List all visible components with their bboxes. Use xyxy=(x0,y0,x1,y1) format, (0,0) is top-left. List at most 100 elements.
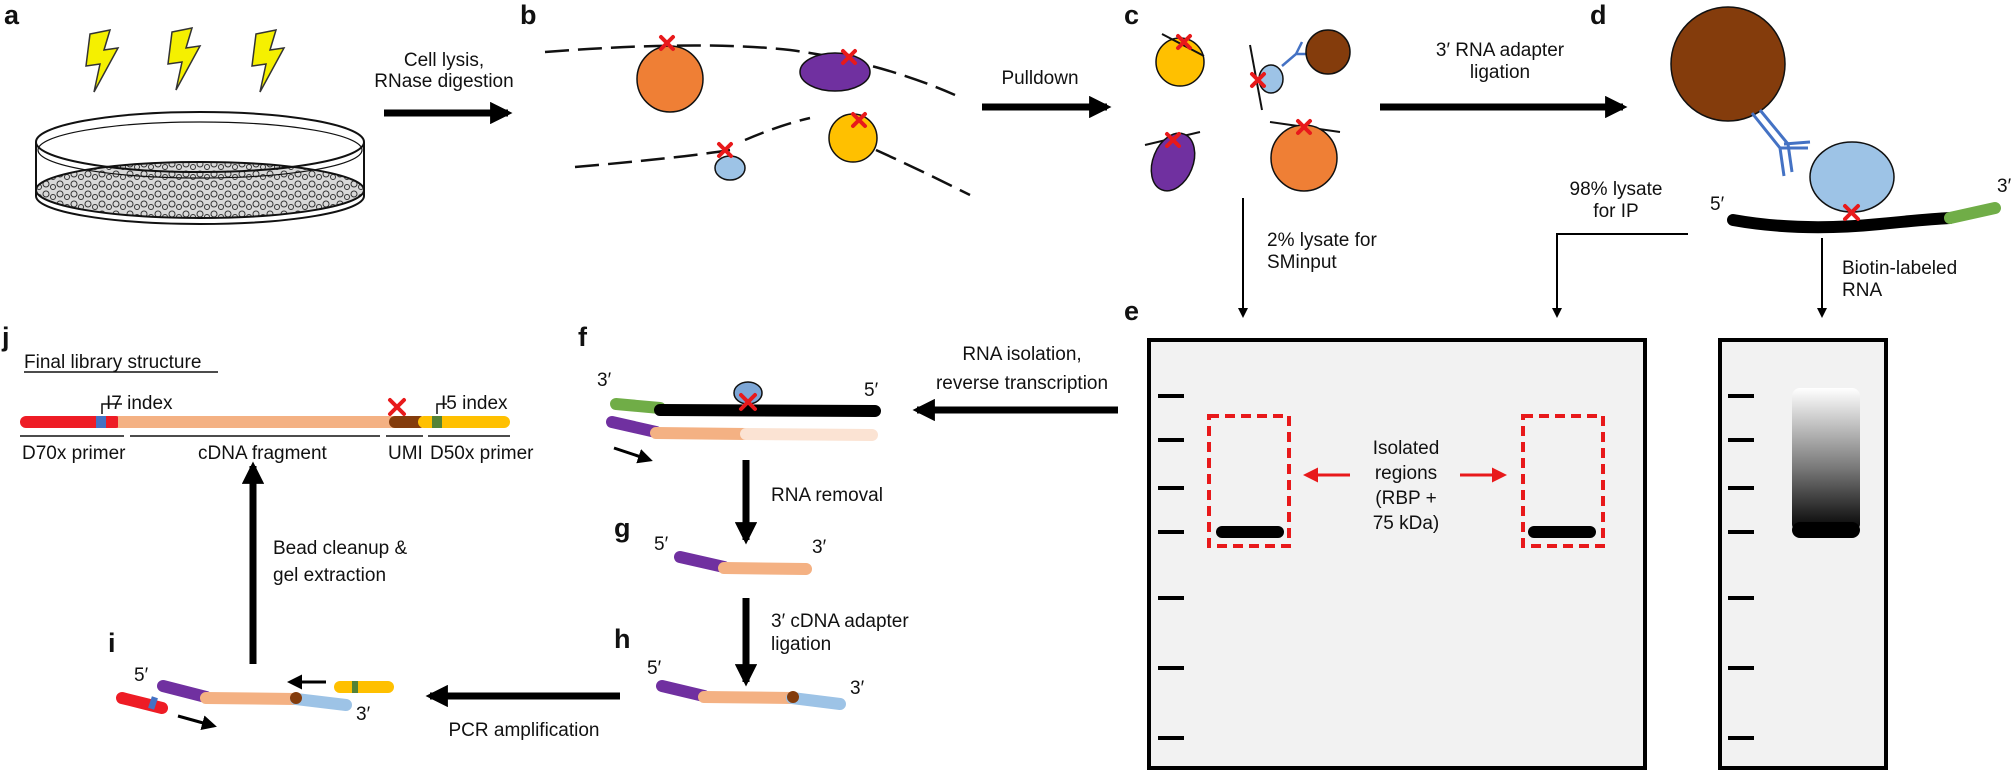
end-label-3prime: 3′ xyxy=(597,370,612,391)
label-reverse-transcription: reverse transcription xyxy=(936,373,1108,394)
label-cdna-fragment: cDNA fragment xyxy=(198,443,328,464)
label-bead-cleanup: Bead cleanup & xyxy=(273,538,407,559)
isolated-region-box xyxy=(1521,414,1605,548)
i7-primer xyxy=(116,692,168,714)
lightblue-protein xyxy=(714,155,746,181)
label-d70x-primer: D70x primer xyxy=(22,443,126,464)
rt-adapter-purple xyxy=(674,551,730,573)
i7-index-mark xyxy=(148,696,158,710)
orange-protein xyxy=(636,45,704,113)
antibody-icon xyxy=(1281,41,1310,67)
purple-protein xyxy=(1150,132,1196,192)
end-label-5prime: 5′ xyxy=(647,658,662,679)
crosslink-icon xyxy=(1296,119,1312,135)
crosslink-icon xyxy=(1165,132,1181,148)
crosslink-icon xyxy=(1843,204,1860,221)
panel-label-j: j xyxy=(1,322,10,352)
rt-adapter-purple xyxy=(656,680,710,702)
library-title: Final library structure xyxy=(24,352,201,373)
end-label-5prime: 5′ xyxy=(1710,194,1725,215)
end-label-3prime: 3′ xyxy=(812,537,827,558)
label-rbp-plus: (RBP + xyxy=(1375,488,1436,509)
rna-fragment-line xyxy=(574,148,731,169)
i7-index-pointer xyxy=(101,403,122,414)
ladder-marks xyxy=(1158,394,1184,740)
label-isolated: Isolated xyxy=(1373,438,1440,459)
label-rna-isolation: RNA isolation, xyxy=(962,344,1081,365)
label-75-kda: 75 kDa) xyxy=(1373,513,1440,534)
end-label-5prime: 5′ xyxy=(134,665,149,686)
rt-adapter-purple xyxy=(157,680,212,703)
cdna-strand xyxy=(718,562,812,575)
label-sminput: SMinput xyxy=(1267,252,1337,273)
membrane-protein-gel xyxy=(1147,338,1647,770)
label-rnase-digestion: RNase digestion xyxy=(374,71,513,92)
label-lysate-ip: 98% lysate xyxy=(1570,179,1663,200)
label-cdna-adapter: 3′ cDNA adapter xyxy=(771,611,909,632)
label-rna-adapter-ligation: ligation xyxy=(1470,62,1530,83)
orange-protein xyxy=(1270,124,1338,192)
isolated-region-box xyxy=(1207,414,1291,548)
rna-smear xyxy=(1792,388,1860,532)
cdna-strand xyxy=(200,692,302,705)
panel-label-g: g xyxy=(614,513,631,543)
label-rna-adapter: 3′ RNA adapter xyxy=(1436,40,1565,61)
umi-dot xyxy=(787,691,799,703)
panel-label-h: h xyxy=(614,624,631,654)
umi-dot xyxy=(290,692,302,704)
lightning-bolt-icon xyxy=(85,29,120,93)
label-umi: UMI xyxy=(388,443,423,464)
label-cdna-adapter-ligation: ligation xyxy=(771,634,831,655)
adapter-3-green xyxy=(610,398,666,414)
lightning-bolt-icon xyxy=(251,29,286,93)
label-smin: 2% lysate for xyxy=(1267,230,1377,251)
panel-label-b: b xyxy=(520,0,537,30)
end-label-5prime: 5′ xyxy=(654,534,669,555)
protein-band-ip xyxy=(1528,526,1596,538)
cdna-adapter-blue xyxy=(786,692,846,710)
rna-strand xyxy=(654,404,881,417)
lightblue-protein xyxy=(1258,64,1284,94)
brown-bead xyxy=(1670,6,1786,122)
protein-band-sminput xyxy=(1216,526,1284,538)
label-rna-removal: RNA removal xyxy=(771,485,883,506)
label-i5-index: I5 index xyxy=(441,393,508,414)
panel-label-i: i xyxy=(108,628,116,658)
ladder-marks xyxy=(1728,394,1754,740)
crosslink-icon xyxy=(739,393,757,411)
label-pulldown: Pulldown xyxy=(1001,68,1078,89)
panel-label-d: d xyxy=(1590,0,1607,30)
cdna-adapter-blue xyxy=(290,693,352,711)
panel-label-c: c xyxy=(1124,0,1139,30)
lightblue-protein xyxy=(1809,141,1895,213)
crosslink-icon xyxy=(1176,34,1192,50)
panel-label-a: a xyxy=(4,0,20,30)
label-regions: regions xyxy=(1375,463,1437,484)
purple-protein xyxy=(799,52,871,92)
yellow-protein xyxy=(828,113,878,163)
crosslink-icon xyxy=(717,142,733,158)
end-label-5prime: 5′ xyxy=(864,380,879,401)
end-label-3prime: 3′ xyxy=(850,678,865,699)
rna-fragment-line xyxy=(544,44,956,97)
label-for-ip: for IP xyxy=(1593,201,1638,222)
label-pcr-amplification: PCR amplification xyxy=(449,720,600,741)
i5-index-pointer xyxy=(436,403,447,414)
lightning-bolt-icon xyxy=(167,27,202,91)
primer-arrow-forward xyxy=(177,714,217,731)
antibody-icon xyxy=(1750,109,1811,177)
cdna-strand-faint xyxy=(740,428,878,441)
label-i7-index: I7 index xyxy=(106,393,173,414)
label-biotin: Biotin-labeled xyxy=(1842,258,1957,279)
cdna-strand xyxy=(698,691,798,704)
adapter-3-green xyxy=(1944,202,2001,224)
rna-fragment-line xyxy=(875,148,971,197)
primer-arrow xyxy=(613,446,653,464)
crosslink-icon xyxy=(659,35,675,51)
label-cell-lysis: Cell lysis, xyxy=(404,50,484,71)
end-label-3prime: 3′ xyxy=(1997,176,2012,197)
rna-strand xyxy=(1727,212,1956,234)
rna-fragment-line xyxy=(744,116,811,142)
culture-dish xyxy=(35,111,365,225)
